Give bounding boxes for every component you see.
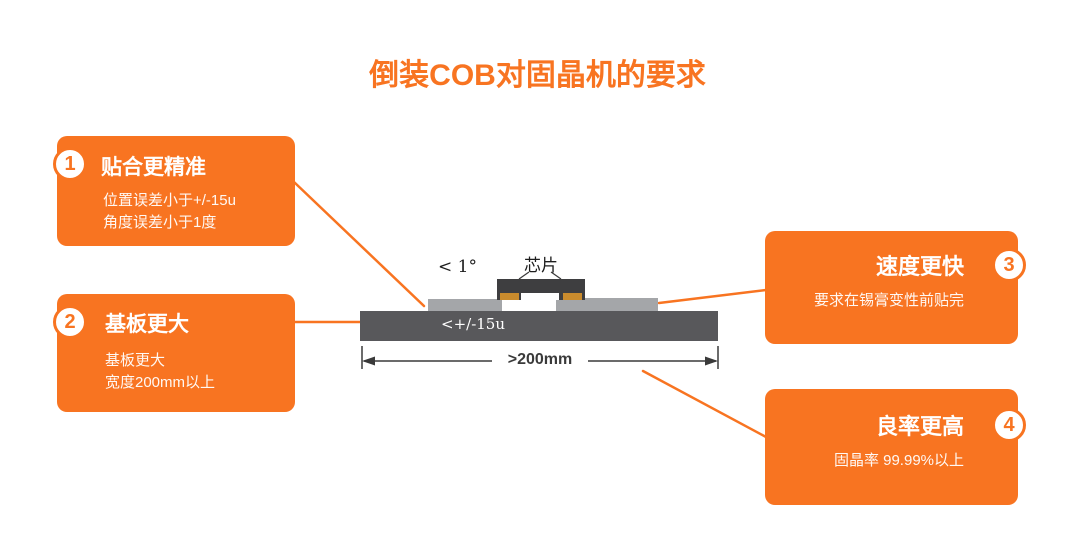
callout-yield: 4 良率更高 固晶率 99.99%以上: [765, 389, 1026, 505]
callout-body-1: 位置误差小于+/-15u 角度误差小于1度: [103, 190, 236, 234]
chip-gap: [521, 293, 559, 300]
callout-title-2: 基板更大: [105, 313, 189, 336]
pcb-layer-right: [556, 298, 658, 311]
callout-line: 固晶率 99.99%以上: [833, 452, 964, 469]
callout-line: 位置误差小于+/-15u: [103, 192, 236, 209]
callout-line: 角度误差小于1度: [103, 213, 217, 231]
callout-line: 基板更大: [105, 352, 166, 369]
callout-number-badge-3: 3: [992, 248, 1026, 282]
page-title: 倒装COB对固晶机的要求: [369, 59, 706, 92]
substrate-bar: [360, 311, 718, 341]
callout-precision: 1 贴合更精准 位置误差小于+/-15u 角度误差小于1度: [53, 136, 295, 246]
callout-title-3: 速度更快: [875, 254, 964, 279]
chip-label: 芯片: [524, 256, 558, 276]
callout-title-1: 贴合更精准: [101, 156, 206, 179]
callout-body-4: 固晶率 99.99%以上: [834, 450, 964, 472]
callout-body-2: 基板更大 宽度200mm以上: [105, 350, 215, 394]
position-tolerance-label: <+/-15u: [441, 315, 506, 333]
callout-speed: 3 速度更快 要求在锡膏变性前贴完: [765, 231, 1026, 344]
angle-tolerance-label: < 1°: [438, 257, 477, 277]
connector-line-3: [657, 288, 768, 305]
callout-line: 要求在锡膏变性前贴完: [813, 292, 964, 309]
callout-line: 宽度200mm以上: [105, 373, 216, 391]
connector-line-4: [641, 369, 768, 439]
callout-body-3: 要求在锡膏变性前贴完: [814, 290, 964, 312]
chip-pad-right: [563, 293, 582, 300]
callout-number-badge-4: 4: [992, 408, 1026, 442]
substrate-width-label: >200mm: [492, 350, 588, 370]
connector-line-1: [292, 180, 426, 308]
chip-pad-left: [500, 293, 519, 300]
pcb-layer-left: [428, 299, 502, 311]
callout-number-badge-2: 2: [53, 305, 87, 339]
chip-leader-lines: [518, 271, 562, 280]
chip-body: [497, 279, 585, 300]
callout-title-4: 良率更高: [875, 414, 964, 439]
callout-number-badge-1: 1: [53, 147, 87, 181]
callout-substrate-size: 2 基板更大 基板更大 宽度200mm以上: [53, 294, 295, 412]
